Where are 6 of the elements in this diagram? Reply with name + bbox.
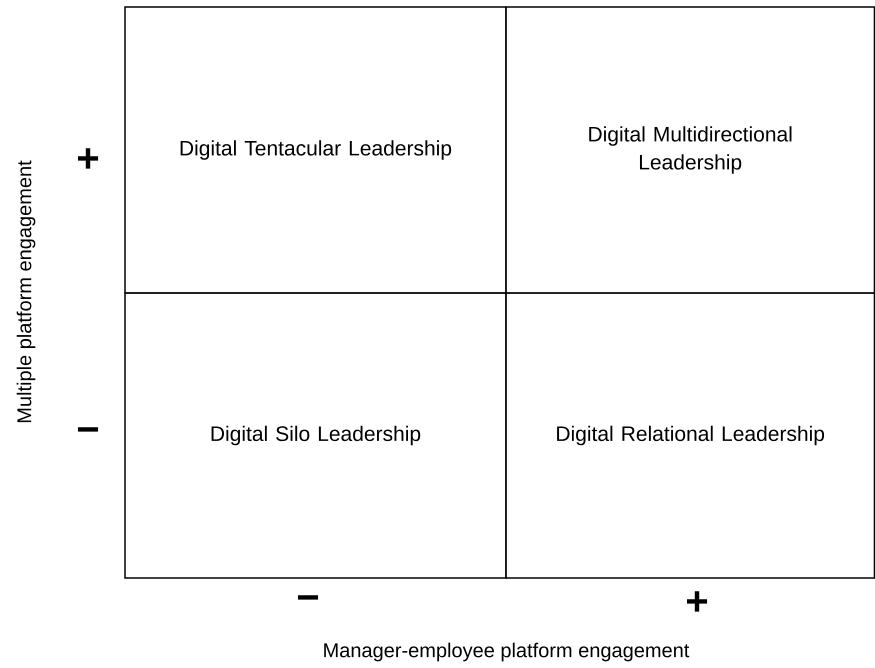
quadrant-cell: Digital Silo Leadership bbox=[124, 292, 507, 579]
axis-title: Manager-employee platform engagement bbox=[324, 642, 690, 662]
quadrant-cell: Digital Tentacular Leadership bbox=[124, 6, 507, 294]
axis-title: Multiple platform engagement bbox=[16, 160, 36, 422]
quadrant-cell: Digital Multidirectional Leadership bbox=[505, 6, 875, 294]
quadrant-cell: Digital Relational Leadership bbox=[505, 292, 875, 579]
